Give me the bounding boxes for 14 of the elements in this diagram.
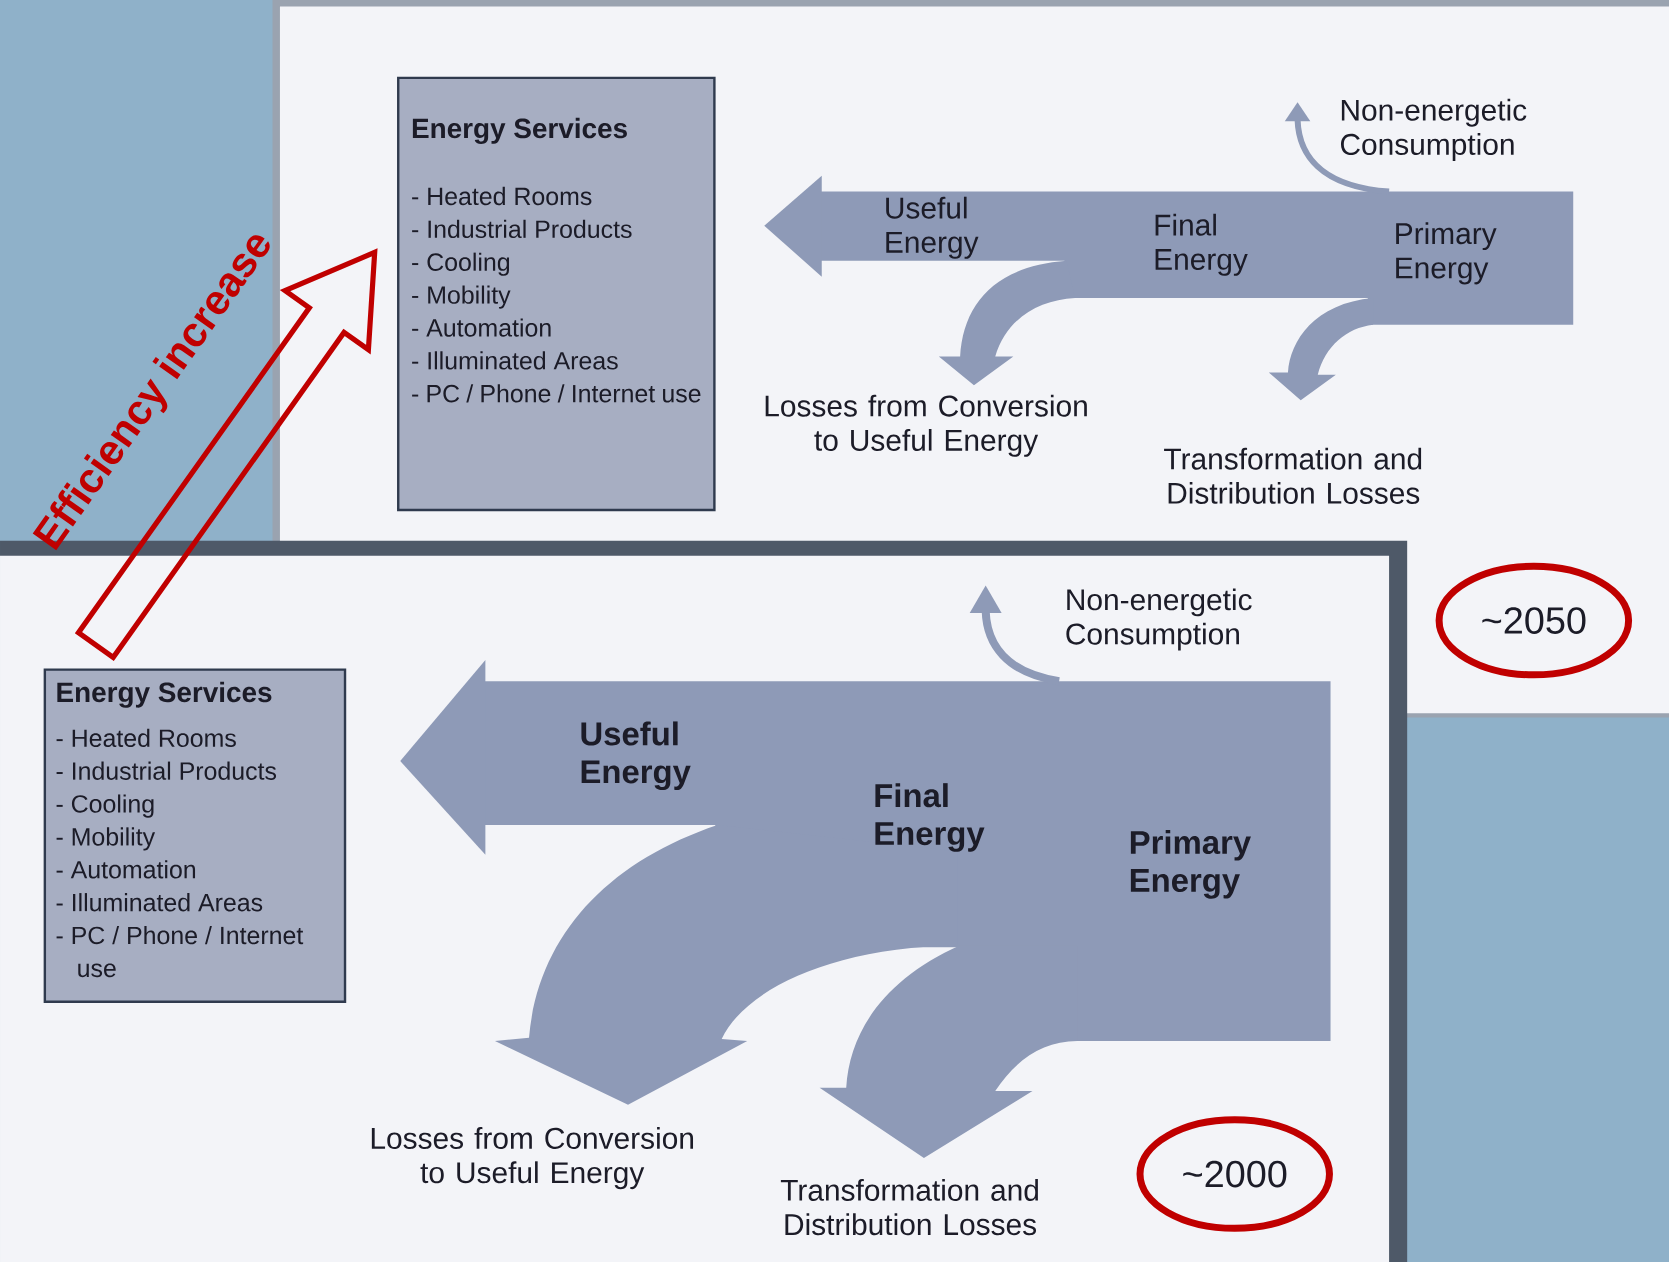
consumption-label: Non-energetic Consumption xyxy=(1066,588,1252,651)
energy-label: Final Energy xyxy=(875,783,985,852)
service-list-box: Energy Services - Heated Rooms - Industrial Products - Cooling - Mobility - Automation - Illuminated Areas - PC / Phone / Internet use xyxy=(397,76,716,511)
loss-label: Transformation and Distribution Losses xyxy=(1164,447,1422,504)
loss-label: Transformation and Distribution Losses xyxy=(780,1178,1038,1235)
energy-label: Primary Energy xyxy=(1396,222,1497,285)
loss-label: Losses from Conversion to Useful Energy xyxy=(371,1126,693,1189)
service-list-box: Energy Services - Heated Rooms - Industrial Products - Cooling - Mobility - Automation - Illuminated Areas - PC / Phone / Internet use xyxy=(43,668,347,1003)
energy-label: Useful Energy xyxy=(886,196,979,259)
energy-label: Final Energy xyxy=(1155,213,1248,276)
energy-label: Primary Energy xyxy=(1130,829,1251,899)
consumption-label: Non-energetic Consumption xyxy=(1341,98,1527,161)
energy-label: Useful Energy xyxy=(581,721,691,790)
loss-label: Losses from Conversion to Useful Energy xyxy=(765,394,1087,457)
